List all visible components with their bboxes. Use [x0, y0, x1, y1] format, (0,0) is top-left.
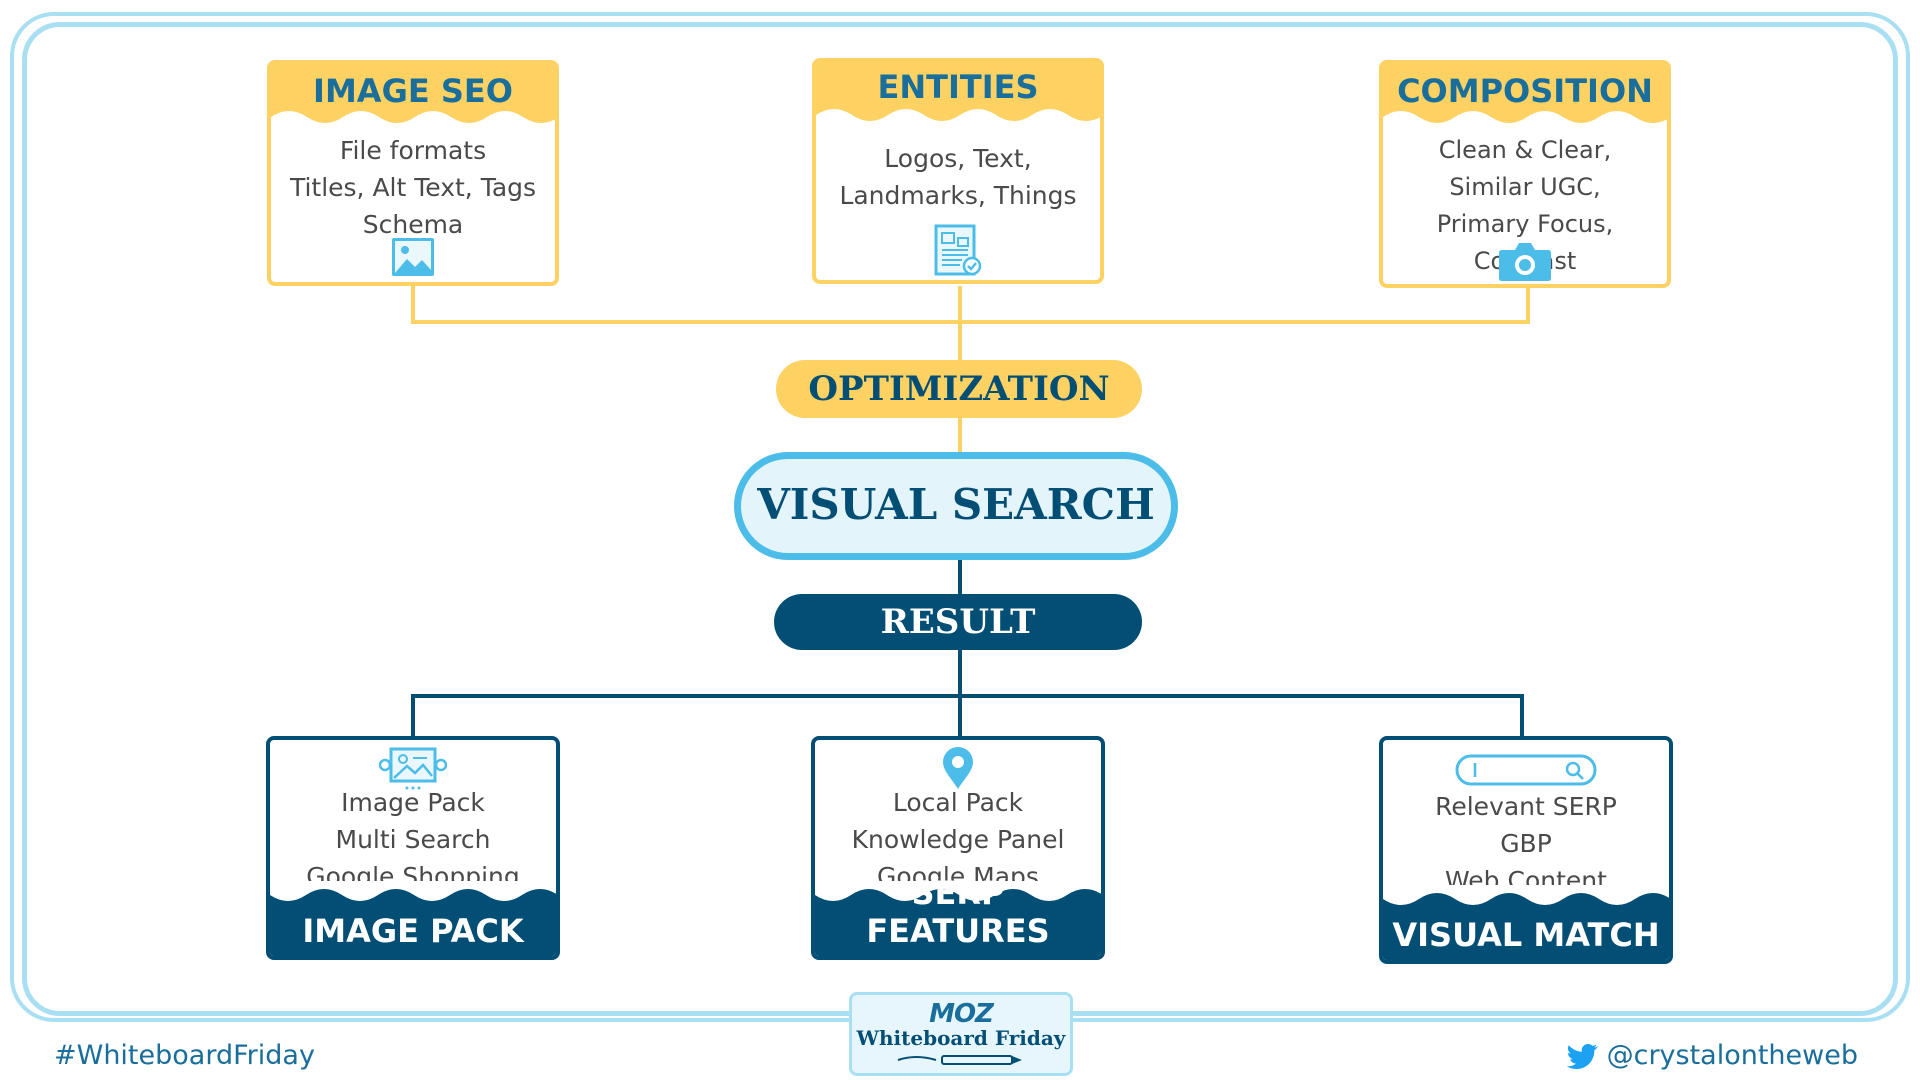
card-text: Image Pack Multi Search Google Shopping	[306, 788, 520, 891]
optimization-pill: OPTIMIZATION	[776, 360, 1142, 418]
image-gallery-icon	[378, 746, 448, 796]
map-pin-icon	[941, 746, 975, 794]
document-check-icon	[934, 224, 982, 280]
marker-icon	[897, 1055, 1022, 1065]
card-title: ENTITIES	[877, 68, 1039, 106]
twitter-handle: @crystalontheweb	[1606, 1040, 1858, 1071]
top-connector	[411, 286, 1530, 324]
badge-text: Whiteboard Friday	[856, 1026, 1066, 1050]
hashtag: #WhiteboardFriday	[54, 1040, 315, 1071]
card-title: VISUAL MATCH	[1392, 916, 1660, 954]
visual-search-pill: VISUAL SEARCH	[734, 452, 1178, 560]
card-serp-features: Local Pack Knowledge Panel Google Maps S…	[811, 736, 1105, 960]
card-visual-match: Relevant SERP GBP Web Content VISUAL MAT…	[1379, 736, 1673, 964]
card-composition: COMPOSITION Clean & Clear, Similar UGC, …	[1379, 60, 1671, 288]
moz-whiteboard-badge: MOZ Whiteboard Friday	[849, 992, 1073, 1076]
twitter-icon	[1566, 1043, 1598, 1069]
search-bar-icon	[1455, 754, 1597, 790]
card-title: IMAGE SEO	[313, 72, 513, 110]
bottom-connector	[411, 694, 1524, 738]
card-title: COMPOSITION	[1397, 72, 1653, 110]
card-image-seo: IMAGE SEO File formats Titles, Alt Text,…	[267, 60, 559, 286]
card-title: IMAGE PACK	[302, 912, 524, 950]
twitter-credit: @crystalontheweb	[1566, 1040, 1858, 1071]
camera-icon	[1498, 240, 1552, 284]
image-icon	[391, 237, 435, 281]
card-text: Relevant SERP GBP Web Content	[1435, 792, 1617, 895]
card-text: File formats Titles, Alt Text, Tags Sche…	[289, 136, 537, 239]
card-title: SERP FEATURES	[866, 874, 1050, 950]
card-entities: ENTITIES Logos, Text, Landmarks, Things	[812, 58, 1104, 284]
card-text: Logos, Text, Landmarks, Things	[839, 144, 1077, 210]
card-image-pack: Image Pack Multi Search Google Shopping …	[266, 736, 560, 960]
result-pill: RESULT	[774, 594, 1142, 650]
moz-logo: MOZ	[929, 999, 994, 1029]
